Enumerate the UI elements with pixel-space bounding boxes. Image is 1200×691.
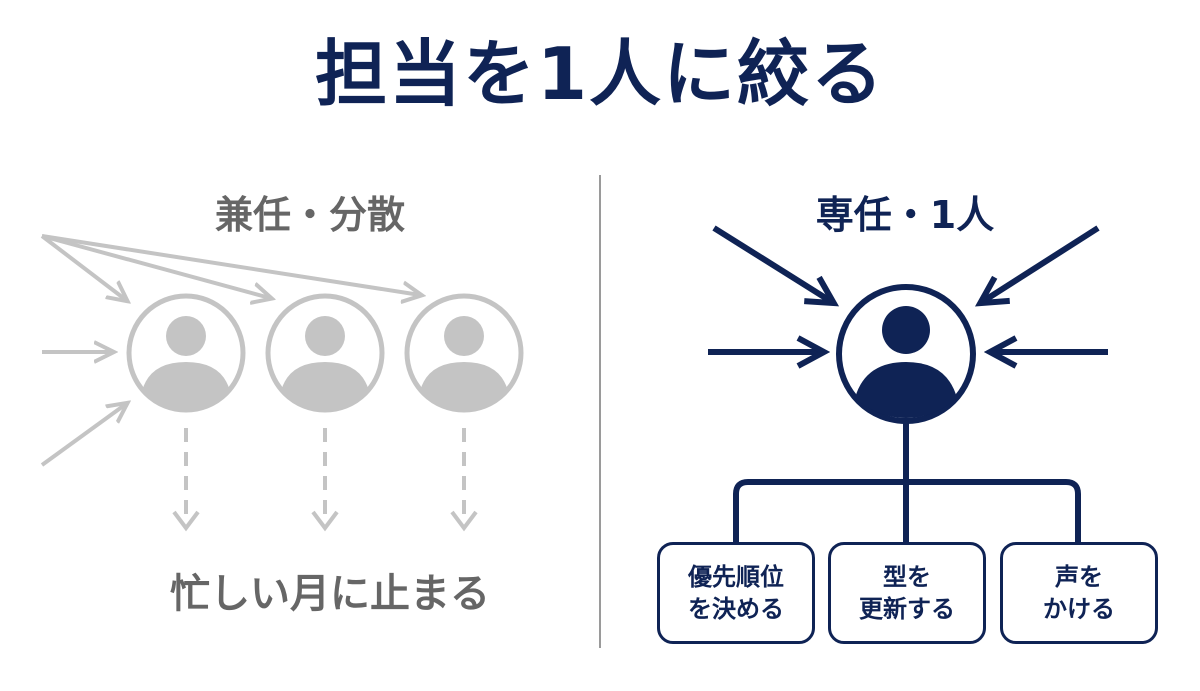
right-heading: 専任・1人 <box>815 193 995 237</box>
arrow-icon <box>41 234 270 298</box>
arrow-icon <box>41 234 420 295</box>
left-dashed-arrows <box>184 428 466 520</box>
person-icon <box>420 316 508 408</box>
left-dashed-arrowheads <box>172 510 478 532</box>
task-box-call: 声を かける <box>1000 542 1158 644</box>
left-incoming-arrows <box>40 234 420 467</box>
task-line: を決める <box>688 595 784 623</box>
left-heading: 兼任・分散 <box>214 193 405 237</box>
arrow-icon <box>40 234 126 300</box>
person-icon <box>855 306 957 418</box>
left-result: 忙しい月に止まる <box>170 571 490 617</box>
task-line: かける <box>1043 595 1115 623</box>
person-icon <box>281 316 369 408</box>
task-line: 型を <box>883 562 931 591</box>
arrow-icon <box>712 225 832 302</box>
task-line: 声を <box>1055 562 1103 591</box>
task-box-template: 型を 更新する <box>828 542 986 644</box>
arrow-icon <box>40 404 126 467</box>
task-line: 優先順位 <box>688 562 784 591</box>
left-person-3 <box>404 293 524 413</box>
task-box-priority: 優先順位 を決める <box>657 542 815 644</box>
left-person-1 <box>126 293 246 413</box>
arrow-icon <box>982 225 1100 302</box>
right-person <box>836 284 976 424</box>
tree-connectors <box>733 422 1081 545</box>
left-person-2 <box>265 293 385 413</box>
person-icon <box>142 316 230 408</box>
right-incoming-arrows <box>708 225 1108 352</box>
task-line: 更新する <box>859 595 955 623</box>
page-title: 担当を1人に絞る <box>314 32 886 116</box>
